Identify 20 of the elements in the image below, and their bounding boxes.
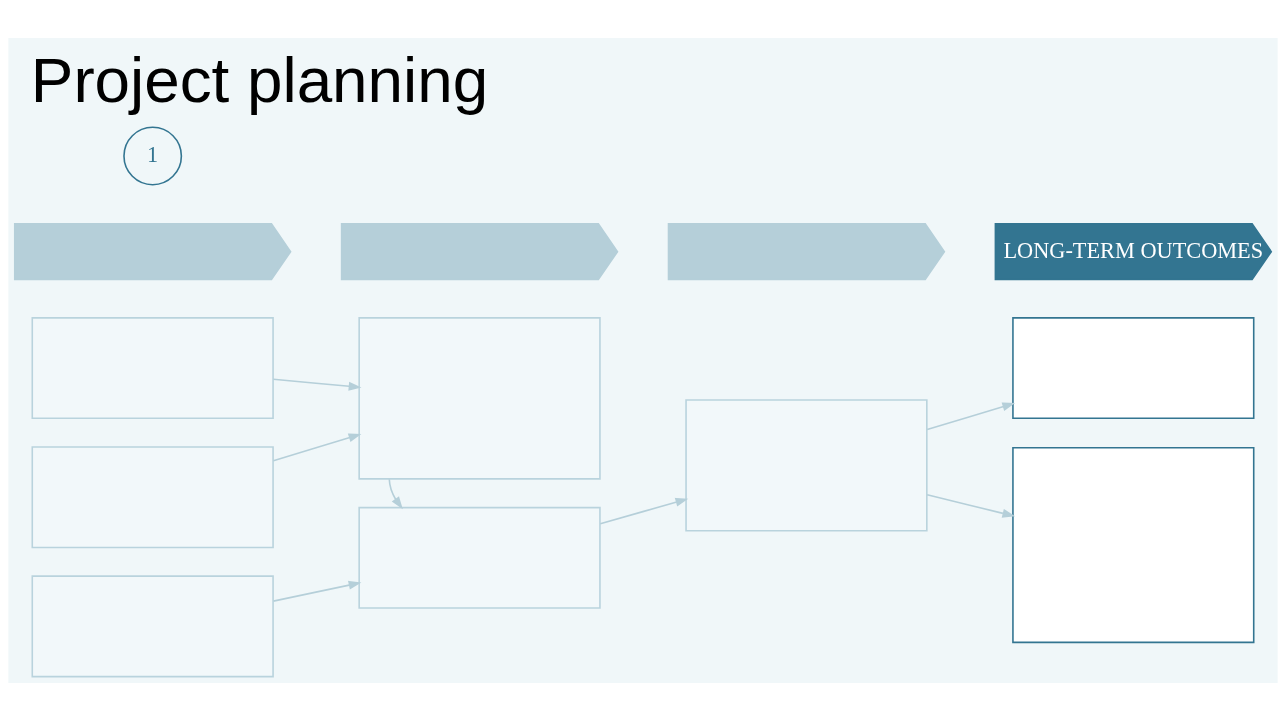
node-box — [31, 317, 274, 420]
node-chevron — [667, 222, 946, 281]
node-box — [31, 575, 274, 678]
node-box — [1012, 317, 1255, 420]
node-box — [685, 399, 928, 532]
node-chevron — [340, 222, 619, 281]
arrow — [388, 478, 403, 510]
node-chevron — [13, 222, 292, 281]
node-box — [31, 446, 274, 549]
node-box — [358, 317, 601, 480]
diagram-title: Project planning — [30, 43, 489, 116]
arrow — [272, 433, 362, 462]
node-box — [1012, 447, 1255, 644]
node-box — [358, 506, 601, 609]
arrow — [272, 378, 362, 391]
arrow — [599, 497, 689, 525]
arrow — [926, 402, 1016, 431]
node-circle: 1 — [123, 126, 183, 186]
arrow — [272, 580, 362, 602]
arrow — [926, 493, 1016, 518]
